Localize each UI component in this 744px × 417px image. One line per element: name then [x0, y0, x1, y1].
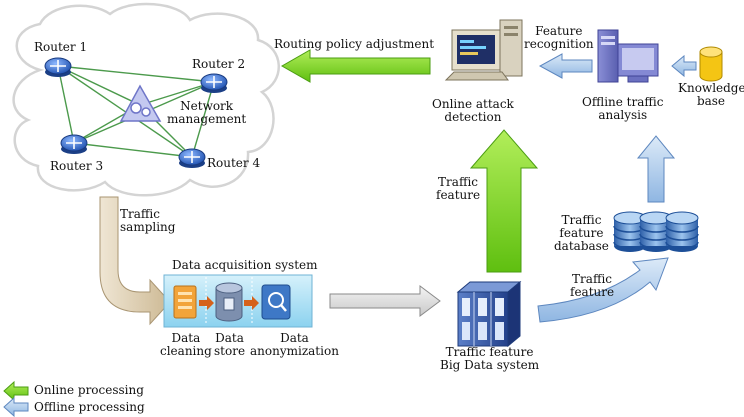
router-icon-4: [178, 148, 206, 168]
routing-policy-arrow: [280, 49, 431, 83]
gray-flow-arrow: [329, 285, 441, 317]
big-data-server-icon: [456, 280, 522, 348]
knowledge-base-icon: [699, 46, 723, 82]
offline-traffic-analysis-label: Offline traffic analysis: [582, 95, 664, 122]
router-3-label: Router 3: [50, 159, 104, 173]
big-data-system-label: Traffic feature Big Data system: [440, 345, 540, 372]
step-data-cleaning-label: Data cleaning: [160, 331, 212, 358]
online-attack-detection-label: Online attack detection: [432, 97, 514, 124]
feature-database-icon: [613, 211, 699, 252]
knowledge-base-label: Knowledge base: [678, 81, 744, 108]
offline-analysis-pc-icon: [597, 29, 659, 83]
network-management-label: Network management: [167, 99, 247, 126]
router-icon-1: [44, 57, 72, 77]
offline-up-arrow: [636, 135, 676, 203]
feature-database-label: Traffic feature database: [554, 213, 609, 253]
traffic-feature-db-arrow: [537, 257, 669, 323]
online-up-arrow: [469, 129, 539, 273]
feature-recognition-arrow: [538, 53, 593, 79]
data-anonymization-icon: [261, 284, 291, 320]
router-4-label: Router 4: [207, 156, 261, 170]
step-arrow-icon: [199, 296, 214, 310]
feature-recognition-label: Feature recognition: [524, 24, 594, 51]
router-icon-3: [60, 134, 88, 154]
traffic-feature-db-label: Traffic feature: [570, 272, 615, 299]
legend-offline-label: Offline processing: [34, 400, 145, 414]
legend-offline-swatch: [3, 396, 29, 417]
traffic-feature-up-label: Traffic feature: [436, 175, 481, 202]
attack-detection-computer-icon: [444, 19, 523, 81]
legend-online-label: Online processing: [34, 383, 144, 397]
step-data-anonymization-label: Data anonymization: [250, 331, 339, 358]
router-icon-2: [200, 73, 228, 93]
step-data-store-label: Data store: [214, 331, 246, 358]
network-management-icon: [119, 84, 162, 122]
legend-online-swatch: [3, 380, 29, 402]
acquisition-title: Data acquisition system: [172, 258, 318, 272]
data-cleaning-icon: [173, 285, 197, 319]
routing-policy-label: Routing policy adjustment: [274, 37, 435, 51]
router-2-label: Router 2: [192, 57, 246, 71]
step-arrow-icon: [244, 296, 259, 310]
knowledge-arrow: [671, 54, 697, 78]
router-1-label: Router 1: [34, 40, 88, 54]
traffic-sampling-label: Traffic sampling: [120, 207, 176, 234]
data-store-icon: [215, 282, 243, 322]
